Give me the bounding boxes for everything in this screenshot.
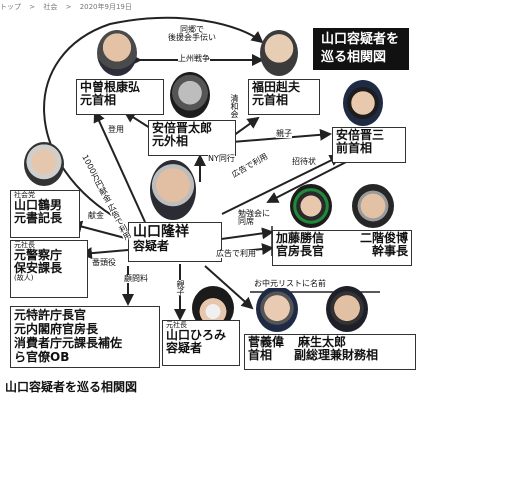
label-joshu-war: 上州戦争 (178, 54, 210, 63)
person-name: 元警察庁 (14, 248, 63, 263)
edge-invite (266, 159, 351, 203)
person-title: 元首相 (80, 92, 117, 107)
nikai-title: 幹事長 (371, 243, 408, 258)
person-title: 元首相 (252, 92, 289, 107)
suga-photo (256, 286, 298, 332)
police-box: 元社長 元警察庁 保安課長 (故人) (10, 240, 88, 298)
person-name: 中曽根康弘 (80, 80, 141, 94)
person-name: 福田赳夫 (252, 80, 301, 94)
yamaguchi-takayoshi-photo (150, 160, 196, 220)
nakasone-photo (97, 30, 137, 76)
person-title: 保安課長 (14, 260, 63, 275)
label-line: 同席 (238, 217, 254, 226)
label-donation: 献金 (88, 211, 104, 220)
label-seiwakai: 清和会 (230, 94, 239, 118)
person-name: 山口ひろみ (166, 328, 227, 343)
label-bankata: 番頭役 (92, 258, 116, 267)
edge-oyako-1 (221, 128, 332, 149)
official-line: 消費者庁元課長補佐 (14, 336, 123, 350)
figure-caption: 山口容疑者を巡る相関図 (5, 380, 138, 394)
aso-name: 麻生太郎 (298, 335, 347, 349)
breadcrumb-separator: > (65, 3, 72, 11)
yamaguchi-tsuruo-photo (24, 142, 64, 186)
person-title: 容疑者 (133, 238, 170, 253)
kato-photo (290, 184, 332, 228)
nakasone-box: 中曽根康弘 元首相 (76, 79, 164, 115)
person-title: 容疑者 (166, 340, 203, 355)
edge-money (93, 110, 146, 223)
person-note: (故人) (14, 273, 34, 282)
suga-name: 菅義偉 (248, 335, 285, 349)
person-name: 安倍晋太郎 (152, 121, 213, 135)
yamaguchi-takayoshi-box: 山口隆祥 容疑者 (128, 222, 222, 262)
person-title: 元外相 (152, 133, 189, 148)
diagram-panel: トップ > 社会 > 2020年9月19日 (0, 0, 416, 394)
hiromi-box: 元社長 山口ひろみ 容疑者 (162, 320, 240, 366)
label-appoint: 登用 (108, 125, 124, 134)
label-invite: 招待状 (292, 157, 316, 166)
breadcrumb-society-link[interactable]: 社会 (43, 3, 58, 11)
label-oyako-2: 親子 (176, 280, 185, 296)
person-name: 山口鶴男 (14, 198, 63, 213)
title-line: 巡る相関図 (321, 50, 387, 65)
person-role: 元社長 (166, 321, 187, 329)
person-title: 元書記長 (14, 210, 63, 225)
yamaguchi-tsuruo-box: 社会党 山口鶴男 元書記長 (10, 190, 80, 238)
fukuda-box: 福田赳夫 元首相 (248, 79, 320, 115)
label-line: 同郷で (180, 25, 204, 34)
breadcrumb-separator: > (29, 3, 36, 11)
suga-aso-box: 菅義偉 麻生太郎 首相 副総理兼財務相 (244, 334, 416, 370)
person-title: 前首相 (336, 140, 373, 155)
shinzo-box: 安倍晋三 前首相 (332, 127, 406, 163)
nikai-name: 二階俊博 (359, 231, 408, 245)
aso-photo (326, 286, 368, 332)
title-line: 山口容疑者を (321, 32, 400, 47)
edge-study (213, 227, 274, 241)
diagram-title: 山口容疑者を 巡る相関図 (313, 28, 409, 70)
fukuda-photo (260, 30, 298, 76)
kato-nikai-box: 加藤勝信 二階俊博 官房長官 幹事長 (272, 230, 412, 266)
label-ochugen: お中元リストに名前 (254, 279, 326, 288)
kato-title: 官房長官 (276, 243, 325, 258)
edge-koukoku-1 (221, 155, 342, 215)
edge-ochugen (204, 265, 254, 310)
person-name: 安倍晋三 (336, 128, 385, 142)
breadcrumb-date: 2020年9月19日 (79, 3, 132, 11)
shintaro-photo (170, 72, 210, 118)
label-komon: 顧問料 (124, 274, 148, 283)
edge-bankata (80, 247, 129, 260)
suga-title: 首相 (248, 347, 273, 362)
label-line: 後援会手伝い (168, 33, 216, 42)
aso-title: 副総理兼財務相 (294, 347, 379, 362)
edge-donation (70, 220, 126, 239)
label-study: 勉強会に 同席 (238, 210, 270, 226)
person-name: 山口隆祥 (133, 224, 189, 240)
breadcrumb: トップ > 社会 > 2020年9月19日 (0, 0, 416, 14)
official-line: ら官僚OB (14, 350, 70, 364)
label-line: 勉強会に (238, 209, 270, 218)
label-oyako-1: 親子 (276, 129, 292, 138)
officials-box: 元特許庁長官 元内閣府官房長 消費者庁元課長補佐 ら官僚OB (10, 306, 160, 368)
breadcrumb-home-link[interactable]: トップ (0, 3, 21, 11)
shintaro-box: 安倍晋太郎 元外相 (148, 120, 236, 156)
kato-name: 加藤勝信 (276, 231, 325, 245)
nikai-photo (352, 184, 394, 228)
official-line: 元内閣府官房長 (14, 322, 99, 336)
official-line: 元特許庁長官 (14, 308, 87, 322)
shinzo-photo (343, 80, 383, 126)
label-hometown: 同郷で 後援会手伝い (168, 26, 216, 42)
person-role: 社会党 (14, 191, 35, 199)
person-role: 元社長 (14, 241, 35, 249)
label-koukoku-2: 広告で利用 (216, 249, 256, 258)
label-ny: NY同行 (208, 154, 235, 163)
